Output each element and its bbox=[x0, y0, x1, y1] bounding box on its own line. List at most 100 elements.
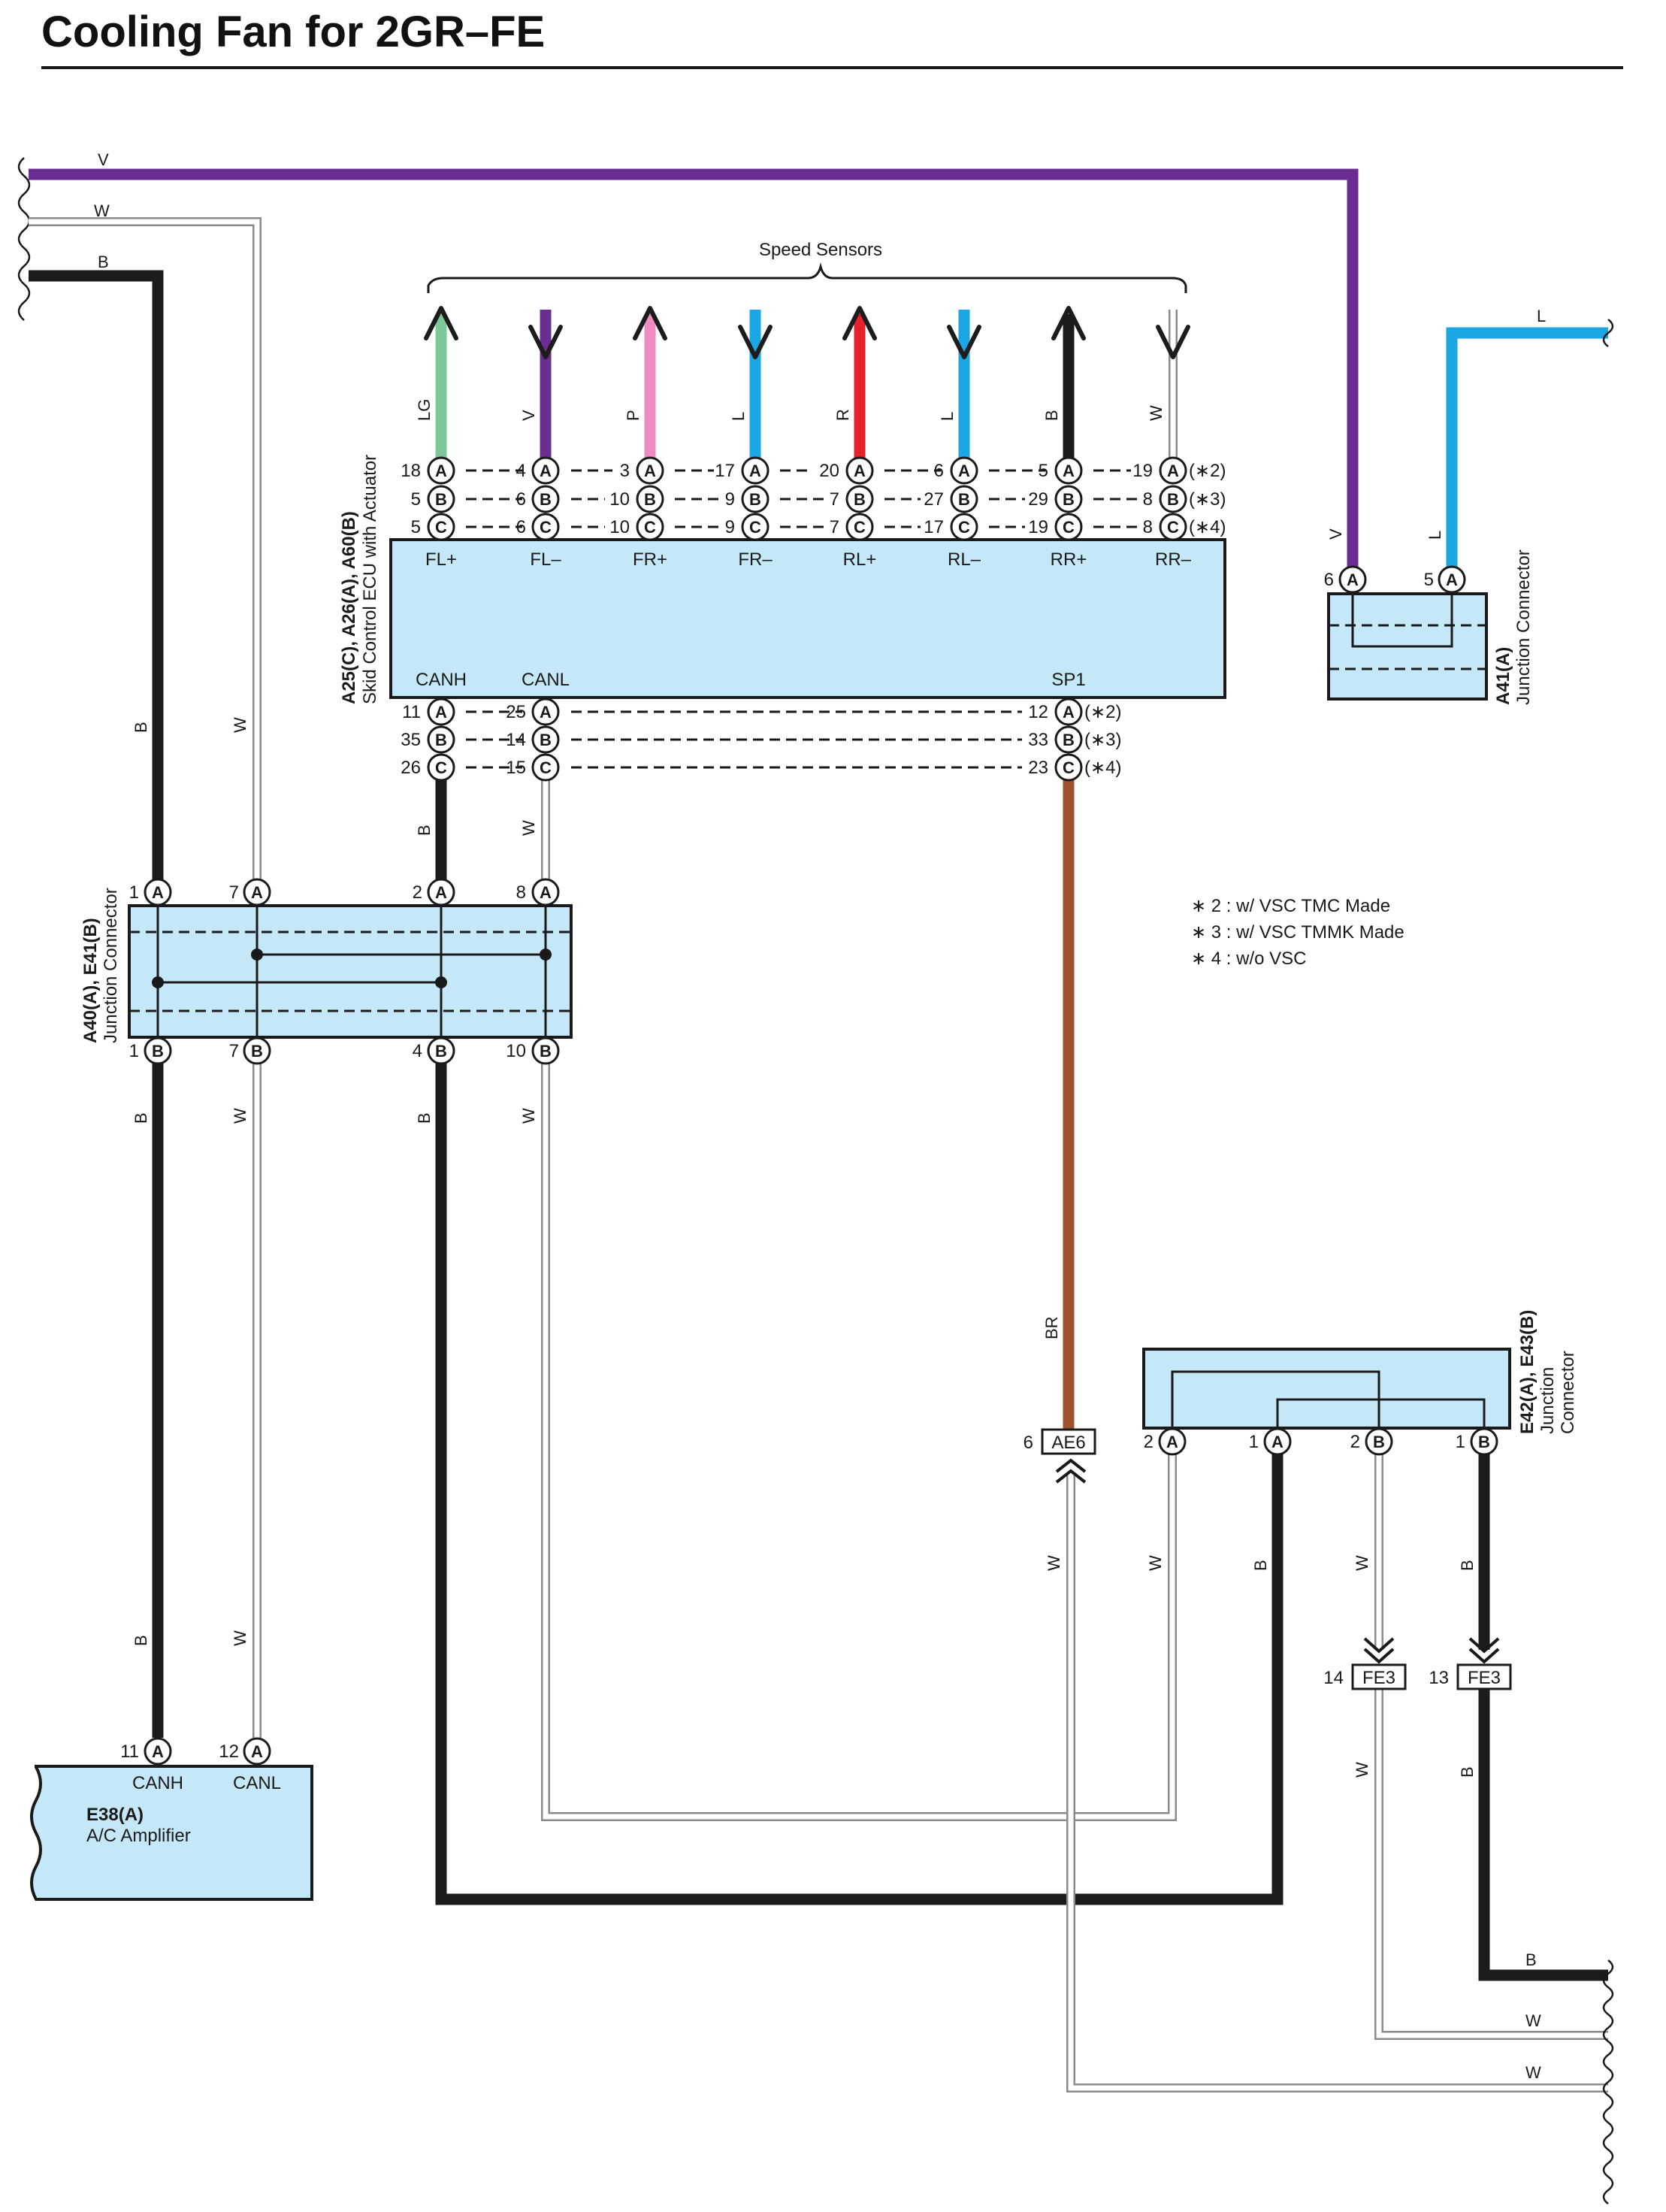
svg-text:A/C Amplifier: A/C Amplifier bbox=[86, 1826, 191, 1846]
svg-text:A: A bbox=[1271, 1433, 1284, 1451]
svg-text:4: 4 bbox=[516, 461, 526, 481]
svg-text:23: 23 bbox=[1028, 758, 1048, 778]
svg-text:B: B bbox=[1478, 1433, 1490, 1451]
svg-text:C: C bbox=[1167, 518, 1179, 537]
svg-text:5: 5 bbox=[411, 517, 421, 537]
ae6-connector: AE6 6 W bbox=[1023, 1428, 1096, 1571]
svg-text:B: B bbox=[435, 490, 447, 509]
svg-text:W: W bbox=[231, 1108, 249, 1124]
svg-text:5: 5 bbox=[1039, 461, 1048, 481]
svg-text:B: B bbox=[1063, 731, 1075, 749]
a40-junction: A A A A 1 7 2 8 B B B B 1 7 4 10 A40(A),… bbox=[80, 878, 573, 1065]
sensor-wire-labels: LG V P L R L B W bbox=[415, 399, 1166, 421]
svg-text:V: V bbox=[519, 410, 538, 421]
svg-text:5: 5 bbox=[1424, 570, 1434, 590]
svg-text:C: C bbox=[540, 758, 552, 777]
svg-text:W: W bbox=[231, 1630, 249, 1646]
left-v-label: V bbox=[98, 150, 109, 169]
wire-b-a40-e42 bbox=[435, 1051, 1284, 1905]
svg-text:C: C bbox=[540, 518, 552, 537]
sensor-arrows bbox=[424, 306, 1190, 359]
svg-text:B: B bbox=[1042, 410, 1061, 421]
svg-text:B: B bbox=[644, 490, 656, 509]
svg-text:LG: LG bbox=[415, 399, 434, 421]
wire-l-a41 bbox=[1446, 327, 1608, 573]
svg-text:9: 9 bbox=[725, 517, 735, 537]
svg-text:C: C bbox=[644, 518, 656, 537]
svg-text:15: 15 bbox=[506, 758, 526, 778]
svg-text:B: B bbox=[435, 731, 447, 749]
svg-text:SP1: SP1 bbox=[1051, 670, 1085, 690]
svg-text:(∗3): (∗3) bbox=[1084, 730, 1121, 750]
svg-text:C: C bbox=[958, 518, 970, 537]
svg-text:CANH: CANH bbox=[132, 1773, 183, 1793]
svg-text:A41(A): A41(A) bbox=[1493, 647, 1513, 705]
svg-text:FE3: FE3 bbox=[1362, 1668, 1395, 1688]
svg-text:A: A bbox=[152, 883, 164, 902]
svg-text:L: L bbox=[1426, 531, 1444, 540]
ecu-canl-wire-label: W bbox=[519, 820, 538, 836]
wire-w-ae6-right bbox=[1066, 1473, 1608, 2092]
svg-text:14: 14 bbox=[1323, 1668, 1344, 1688]
right-b-label: B bbox=[1525, 1950, 1537, 1969]
svg-text:1: 1 bbox=[129, 1041, 139, 1061]
svg-text:W: W bbox=[1045, 1555, 1063, 1571]
svg-text:A: A bbox=[540, 703, 552, 722]
svg-text:2: 2 bbox=[1144, 1432, 1154, 1452]
svg-text:CANL: CANL bbox=[522, 670, 570, 690]
ecu-top-pins bbox=[466, 469, 1138, 528]
svg-text:∗ 3 : w/ VSC TMMK Made: ∗ 3 : w/ VSC TMMK Made bbox=[1191, 922, 1404, 943]
svg-text:FE3: FE3 bbox=[1468, 1668, 1501, 1688]
svg-text:35: 35 bbox=[401, 730, 421, 750]
svg-text:9: 9 bbox=[725, 489, 735, 510]
svg-text:6: 6 bbox=[1324, 570, 1334, 590]
wire-b-fe3-right bbox=[1478, 1682, 1608, 1981]
svg-text:W: W bbox=[1146, 1555, 1165, 1571]
svg-text:A: A bbox=[251, 1742, 263, 1761]
svg-text:V: V bbox=[1326, 528, 1345, 540]
wire-b-top bbox=[29, 270, 164, 885]
svg-text:20: 20 bbox=[819, 461, 839, 481]
svg-text:6: 6 bbox=[1023, 1433, 1033, 1453]
left-b-label: B bbox=[98, 253, 109, 271]
svg-text:Junction: Junction bbox=[1537, 1367, 1558, 1434]
svg-text:E38(A): E38(A) bbox=[86, 1805, 144, 1825]
right-w1-label: W bbox=[1525, 2011, 1541, 2030]
svg-text:A: A bbox=[1446, 570, 1458, 589]
svg-text:17: 17 bbox=[715, 461, 735, 481]
svg-text:RR+: RR+ bbox=[1051, 549, 1087, 570]
svg-text:6: 6 bbox=[516, 489, 526, 510]
e42-wire-labels: W B W B bbox=[1146, 1555, 1477, 1571]
svg-text:7: 7 bbox=[229, 1041, 239, 1061]
svg-text:10: 10 bbox=[609, 489, 630, 510]
a41-junction: A A 6 5 V L L A41(A) Junction Connector bbox=[1324, 307, 1547, 705]
svg-text:B: B bbox=[1373, 1433, 1385, 1451]
svg-text:14: 14 bbox=[506, 730, 526, 750]
svg-text:FL+: FL+ bbox=[425, 549, 457, 570]
svg-text:C: C bbox=[1063, 518, 1075, 537]
svg-text:P: P bbox=[624, 410, 643, 421]
speed-sensors-label: Speed Sensors bbox=[759, 240, 882, 260]
svg-text:L: L bbox=[729, 412, 748, 421]
svg-text:A: A bbox=[435, 461, 447, 480]
svg-text:B: B bbox=[415, 1112, 434, 1124]
svg-text:Connector: Connector bbox=[1558, 1351, 1578, 1434]
sensor-wires bbox=[435, 310, 1178, 460]
svg-text:A: A bbox=[958, 461, 970, 480]
svg-text:A: A bbox=[540, 461, 552, 480]
svg-text:2: 2 bbox=[413, 882, 422, 903]
svg-text:L: L bbox=[1537, 307, 1546, 325]
left-w-vert-label: W bbox=[231, 717, 249, 733]
svg-text:C: C bbox=[435, 518, 447, 537]
svg-text:6: 6 bbox=[934, 461, 944, 481]
svg-text:RL+: RL+ bbox=[843, 549, 877, 570]
sp1-wire-label: BR bbox=[1042, 1316, 1061, 1339]
wire-w-fe3-right bbox=[1374, 1682, 1608, 2040]
svg-text:∗ 2 : w/ VSC TMC Made: ∗ 2 : w/ VSC TMC Made bbox=[1191, 896, 1390, 916]
svg-text:W: W bbox=[1353, 1555, 1371, 1571]
svg-text:29: 29 bbox=[1028, 489, 1048, 510]
svg-text:7: 7 bbox=[229, 882, 239, 903]
left-w-label: W bbox=[94, 201, 110, 220]
svg-text:5: 5 bbox=[411, 489, 421, 510]
